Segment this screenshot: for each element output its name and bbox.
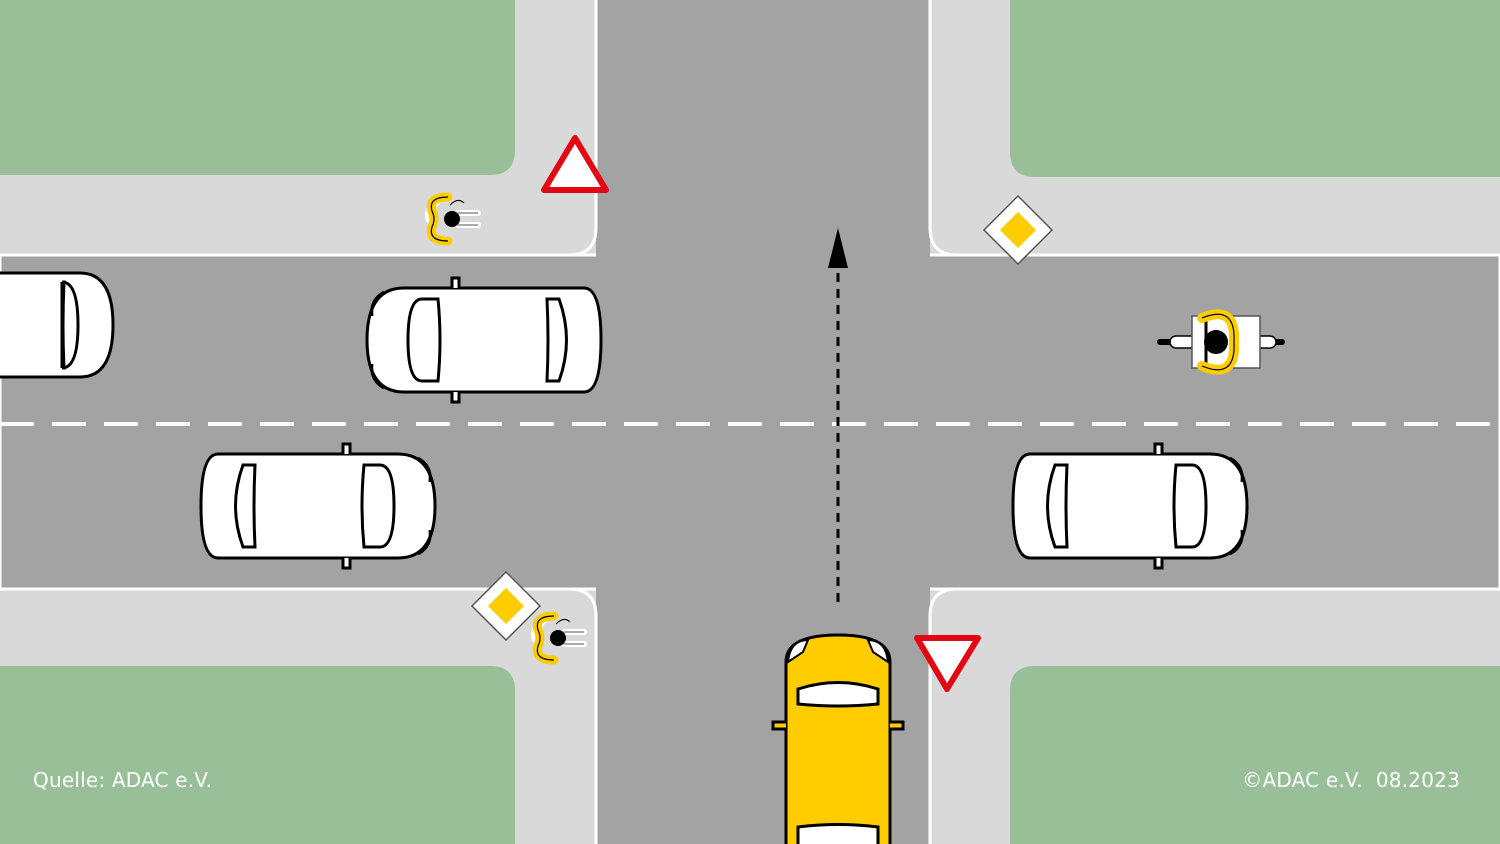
- own-car-yellow: [771, 633, 905, 844]
- priority-road-sign-top-right: [982, 194, 1054, 266]
- white-car-left-lane-bottom: [199, 442, 437, 570]
- white-car-left-lane-top: [365, 276, 603, 404]
- white-van-partial: [0, 271, 115, 379]
- direction-arrow: [828, 228, 848, 602]
- motorcyclist: [1157, 309, 1285, 375]
- give-way-ahead-sign: [541, 135, 609, 193]
- source-label: Quelle: ADAC e.V.: [33, 768, 213, 792]
- priority-road-sign-bottom-left: [470, 570, 542, 642]
- give-way-sign: [914, 635, 981, 692]
- white-car-right-lane-bottom: [1011, 442, 1249, 570]
- copyright-label: ©ADAC e.V. 08.2023: [1242, 768, 1460, 792]
